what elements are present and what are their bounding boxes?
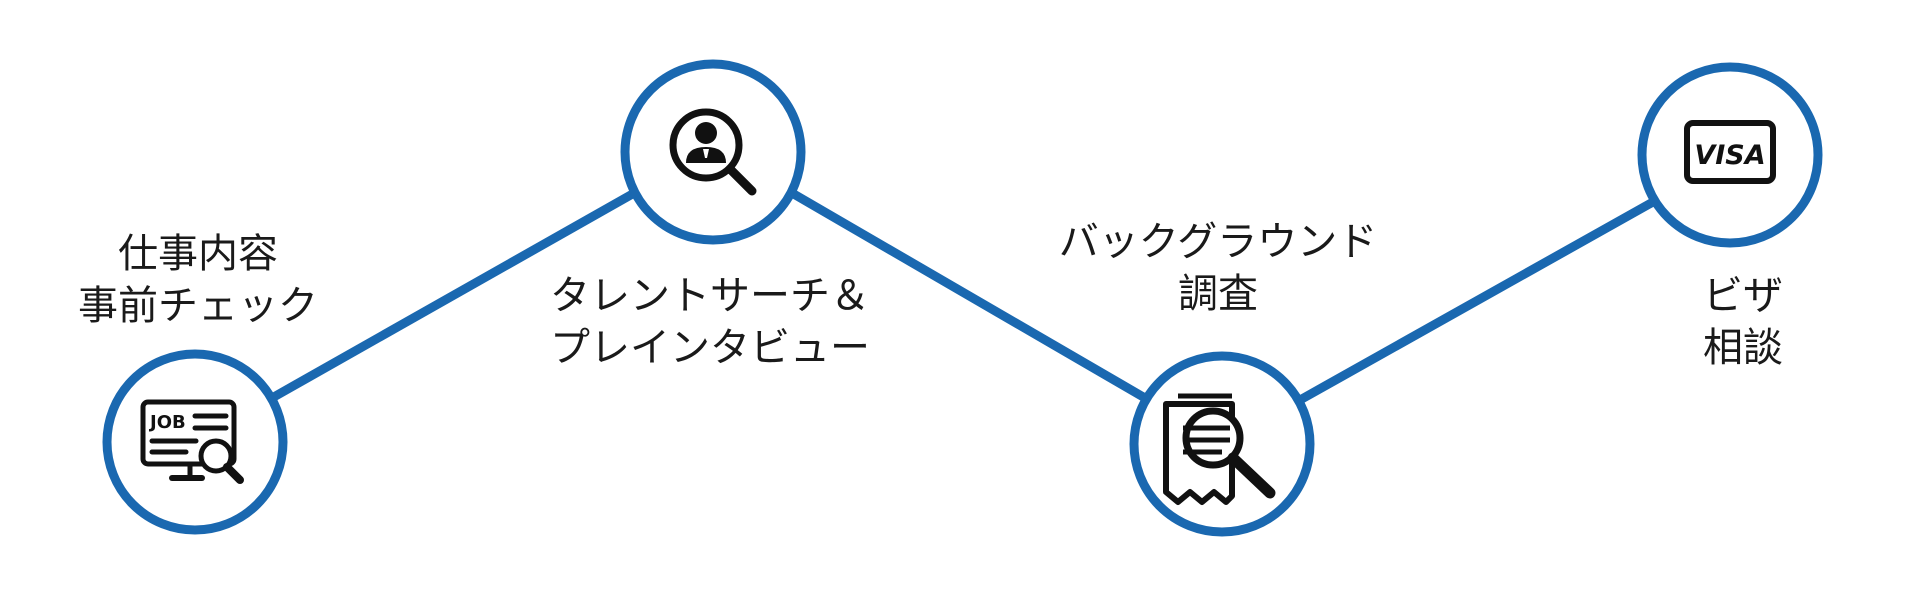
job-search-monitor-icon: JOB [140,399,244,484]
connector-line-3 [1297,194,1663,404]
step-3-node [1129,351,1315,537]
step-1-node: JOB [102,349,288,535]
connector-line-2 [789,189,1148,402]
step-3-label-line-1: バックグラウンド [1058,219,1378,265]
step-3-label: バックグラウンド 調査 [1059,216,1377,320]
step-4-label: ビザ 相談 [1703,270,1783,374]
step-4-label-line-1: ビザ [1703,273,1783,319]
step-2-label: タレントサーチ＆ プレインタビュー [550,270,870,374]
step-4-node: VISA [1637,62,1823,248]
visa-icon-text: VISA [1694,140,1765,171]
document-search-icon [1163,393,1276,505]
step-1-label: 仕事内容 事前チェック [78,228,318,332]
connector-line-1 [269,188,639,402]
visa-card-icon: VISA [1684,120,1776,184]
job-icon-text: JOB [148,412,186,433]
step-1-label-line-1: 仕事内容 [118,231,278,277]
step-4-label-line-2: 相談 [1703,325,1783,371]
person-search-icon [669,108,757,196]
step-1-label-line-2: 事前チェック [78,283,318,329]
step-2-label-line-2: プレインタビュー [550,325,870,371]
step-3-label-line-2: 調査 [1178,271,1258,317]
step-2-label-line-1: タレントサーチ＆ [550,273,870,319]
step-2-node [620,59,806,245]
